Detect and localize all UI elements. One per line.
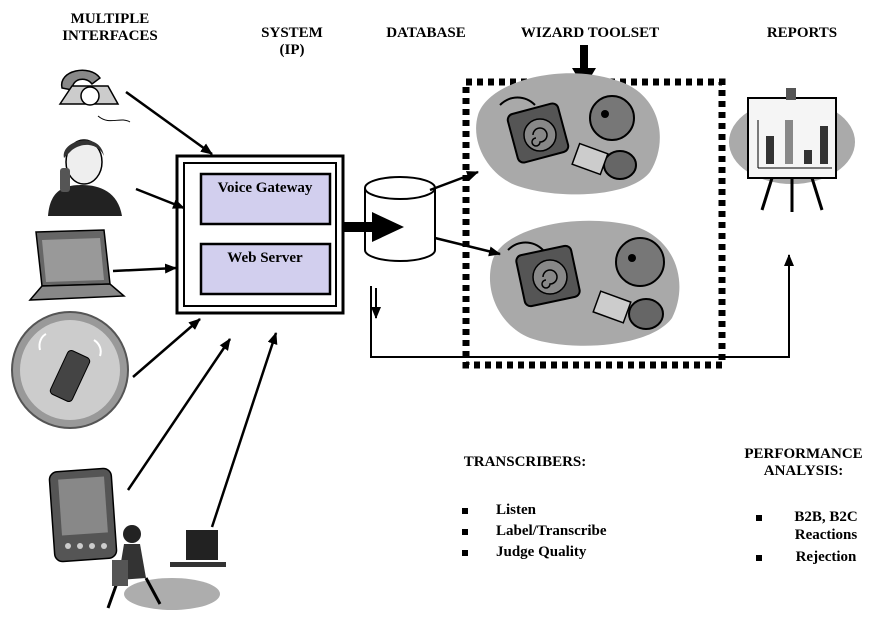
- web-server-box: [199, 242, 332, 296]
- report-chart-easel-icon: [729, 88, 855, 212]
- database-cylinder-icon: [364, 176, 436, 262]
- telephone-icon: [58, 69, 131, 123]
- transcribers-list: Listen Label/Transcribe Judge Quality: [456, 500, 656, 563]
- column-header-reports: REPORTS: [766, 25, 838, 41]
- person-on-phone-icon: [48, 139, 122, 216]
- list-item: Label/Transcribe: [456, 521, 656, 542]
- list-item: Judge Quality: [456, 542, 656, 563]
- web-server-label: Web Server: [227, 250, 303, 266]
- performance-title: PERFORMANCE ANALYSIS:: [744, 446, 863, 479]
- column-header-database: DATABASE: [386, 25, 466, 41]
- column-header-wizard-toolset: WIZARD TOOLSET: [520, 25, 660, 41]
- wizard-operator-icon: [489, 220, 680, 346]
- transcribers-title: TRANSCRIBERS:: [463, 454, 587, 470]
- person-to-system-arrow: [135, 187, 185, 210]
- cellphone-to-system-arrow: [132, 318, 201, 378]
- system-to-database-arrow: [343, 212, 404, 242]
- desktop-to-system-arrow: [210, 332, 278, 528]
- list-item: B2B, B2C Reactions: [752, 508, 870, 544]
- reports-feedback-line: [370, 254, 794, 358]
- wizard-operator-icon: [476, 73, 660, 195]
- column-header-system: SYSTEM (IP): [261, 25, 323, 58]
- voice-gateway-label: Voice Gateway: [217, 180, 313, 196]
- list-item: Rejection: [752, 548, 870, 566]
- wizard-toolset-frame: [462, 78, 726, 369]
- voice-gateway-box: [199, 172, 332, 226]
- desktop-user-icon: [106, 525, 226, 610]
- database-to-wizard1-arrow: [429, 170, 479, 192]
- column-header-interfaces: MULTIPLE INTERFACES: [62, 11, 158, 44]
- phone-to-system-arrow: [125, 90, 213, 156]
- performance-list: B2B, B2C Reactions Rejection: [752, 508, 870, 570]
- laptop-icon: [28, 229, 126, 301]
- cellphone-icon: [11, 311, 129, 429]
- pda-to-system-arrow: [126, 338, 232, 491]
- laptop-to-system-arrow: [112, 263, 177, 274]
- pda-icon: [48, 467, 118, 563]
- list-item: Listen: [456, 500, 656, 521]
- database-to-wizard2-arrow: [434, 236, 501, 257]
